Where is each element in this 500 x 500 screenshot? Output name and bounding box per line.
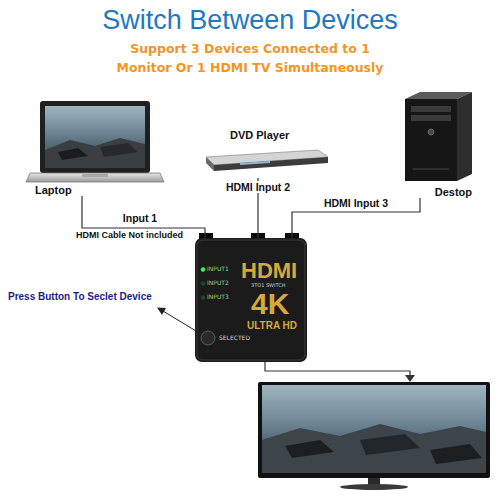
device-name: Laptop <box>35 185 72 196</box>
led-label: INPUT3 <box>207 294 229 300</box>
resolution-text: 4K <box>251 289 289 319</box>
ultra-hd-text: ULTRA HD <box>247 321 297 331</box>
input-label: HDMI Input 2 <box>224 181 292 193</box>
input-label: Input 1 <box>121 212 159 224</box>
tv-picture <box>258 382 490 490</box>
subtitle: Support 3 Devices Connected to 1 Monitor… <box>50 40 450 78</box>
led-label: INPUT2 <box>207 280 229 286</box>
hdmi-switch-node: HDMI3TO1 SWITCH4K ULTRA HD INPUT1INPUT2INP… <box>195 238 307 362</box>
laptop-node: Laptop <box>30 98 160 196</box>
laptop-picture <box>26 101 164 182</box>
desktop-node: Destop <box>398 90 478 198</box>
output-wire <box>265 362 415 382</box>
title-text: Switch Between Devices <box>0 6 500 36</box>
hdmi-cable <box>292 198 420 238</box>
device-name: DVD Player <box>230 130 289 141</box>
model-text: 3TO1 SWITCH <box>251 283 286 288</box>
desktop-picture <box>405 92 472 181</box>
input-label: HDMI Input 3 <box>322 197 390 209</box>
button-label: SELECTED <box>219 335 250 341</box>
cable-note: HDMI Cable Not included <box>76 231 183 240</box>
brand-text: HDMI <box>241 260 297 282</box>
leader-line <box>157 308 201 335</box>
button-callout: Press Button To Seclet Device <box>8 292 152 302</box>
device-name: Destop <box>435 187 472 198</box>
led-label: INPUT1 <box>207 266 229 272</box>
dvd-player-picture <box>206 150 328 171</box>
hdmi-switch-body <box>195 233 307 362</box>
dvd-player-node: DVD Player <box>200 130 330 178</box>
